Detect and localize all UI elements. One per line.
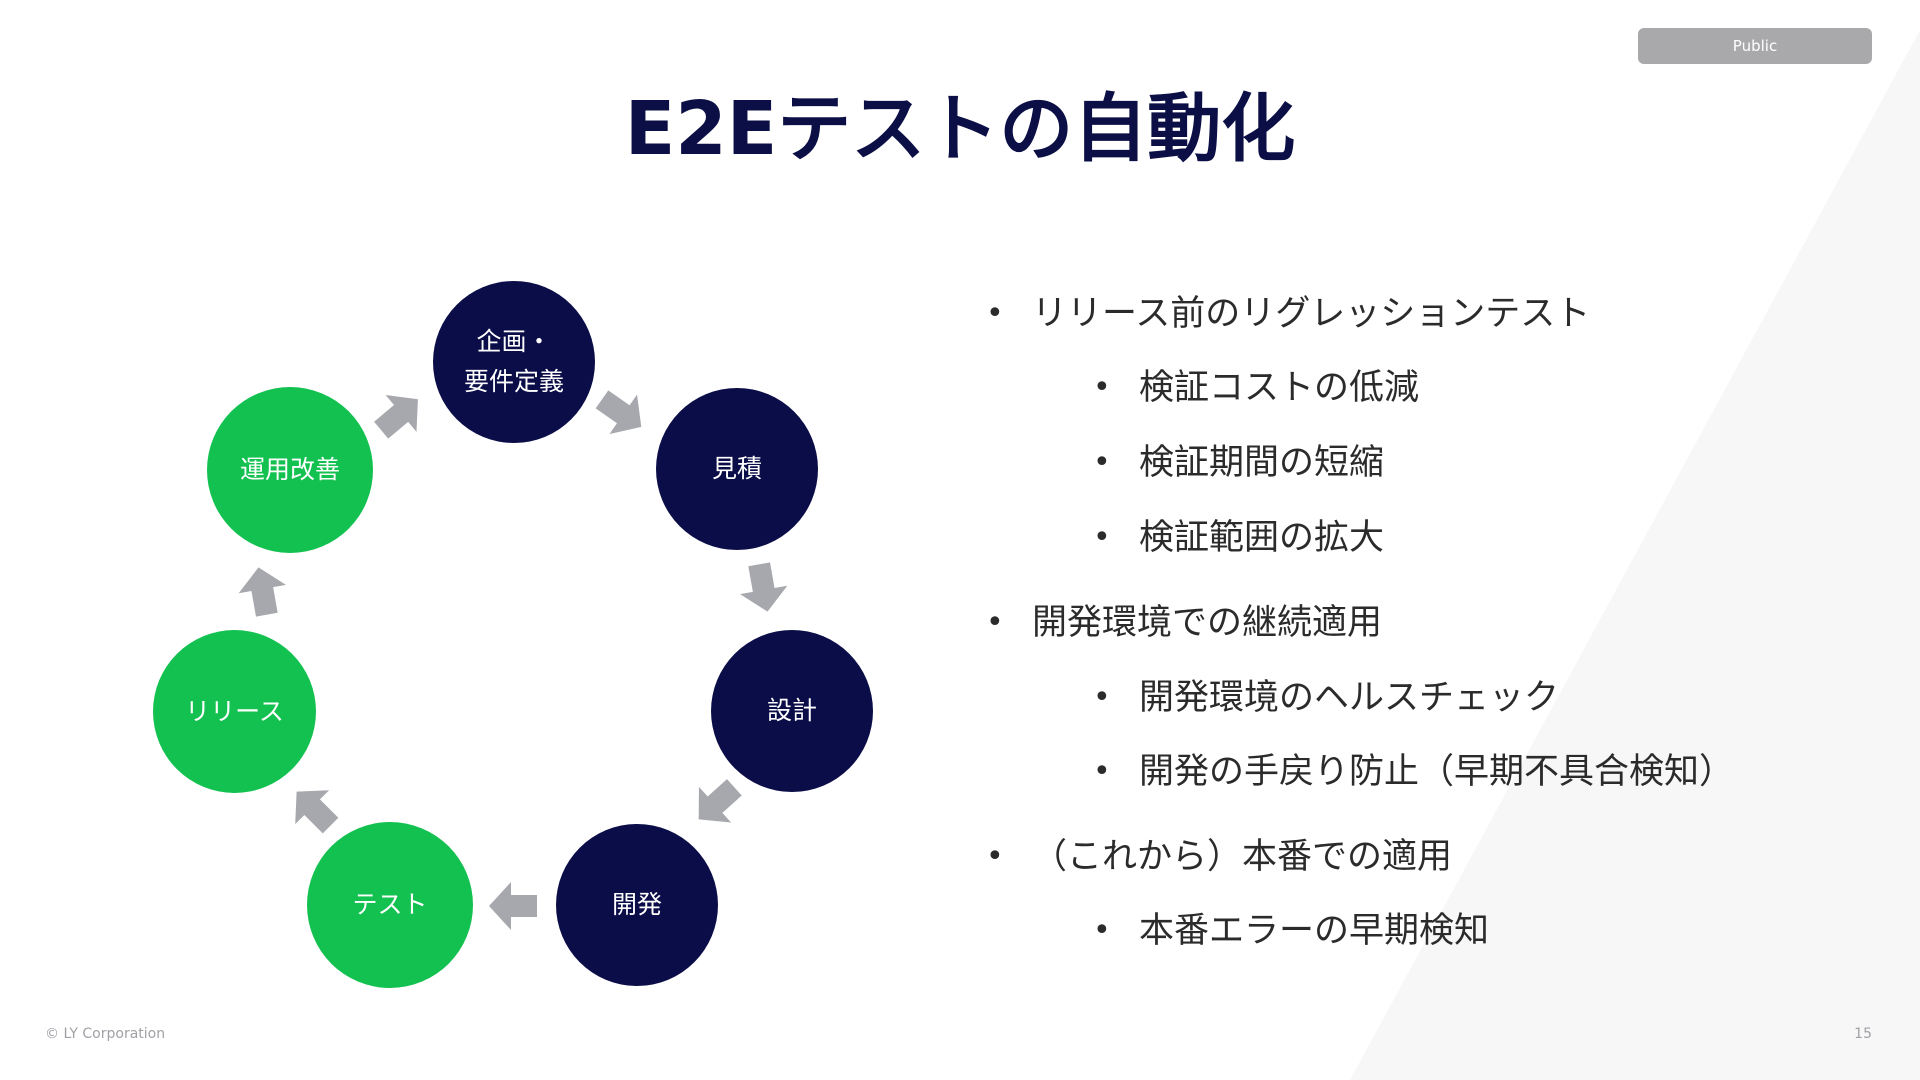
cycle-node-label: 設計: [766, 696, 817, 725]
arrow-icon: [374, 395, 418, 439]
list-item: • 開発環境での継続適用: [986, 601, 1383, 645]
bullet-icon: •: [1093, 754, 1111, 789]
list-item: • リリース前のリグレッションテスト: [986, 292, 1591, 336]
cycle-node-release: リリース: [153, 630, 316, 793]
bullet-icon: •: [1093, 680, 1111, 715]
bullet-icon: •: [986, 296, 1004, 331]
cycle-node-label: 開発: [611, 890, 662, 919]
arrow-icon: [489, 882, 537, 930]
cycle-node-estimate: 見積: [656, 388, 818, 550]
arrow-icon: [295, 790, 339, 834]
arrow-icon: [740, 562, 788, 612]
page-number: 15: [1854, 1026, 1872, 1042]
bullet-icon: •: [986, 605, 1004, 640]
arrow-icon: [238, 567, 286, 617]
list-item-text: 検証コストの低減: [1139, 368, 1420, 408]
cycle-node-design: 設計: [711, 630, 873, 792]
list-item: • （これから）本番での適用: [986, 835, 1453, 879]
list-item: • 検証コストの低減: [1093, 366, 1420, 410]
list-item-text: リリース前のリグレッションテスト: [1032, 294, 1591, 334]
page-title: E2Eテストの自動化: [624, 86, 1296, 172]
cycle-node-label: リリース: [185, 696, 284, 726]
cycle-node-label: 運用改善: [239, 455, 340, 484]
list-item: • 本番エラーの早期検知: [1093, 909, 1490, 953]
list-item-text: 本番エラーの早期検知: [1139, 911, 1490, 951]
list-item-text: 検証範囲の拡大: [1139, 518, 1385, 558]
list-item-text: 開発環境のヘルスチェック: [1139, 678, 1560, 718]
cycle-node-label: 見積: [711, 454, 762, 483]
bullet-icon: •: [1093, 370, 1111, 405]
public-badge: Public: [1638, 28, 1872, 64]
list-item-text: 開発の手戻り防止（早期不具合検知）: [1139, 752, 1735, 792]
arrow-icon: [698, 779, 742, 823]
list-item: • 開発環境のヘルスチェック: [1093, 676, 1560, 720]
cycle-node-test: テスト: [307, 822, 473, 988]
cycle-node-operation-improvement: 運用改善: [207, 387, 373, 553]
cycle-node-development: 開発: [556, 824, 718, 986]
list-item: • 検証範囲の拡大: [1093, 516, 1385, 560]
cycle-node-label: 企画・: [476, 327, 552, 356]
arrow-icon: [595, 390, 642, 434]
list-item: • 開発の手戻り防止（早期不具合検知）: [1093, 750, 1735, 794]
cycle-node-label: 要件定義: [463, 367, 564, 396]
bullet-icon: •: [1093, 520, 1111, 555]
list-item-text: 開発環境での継続適用: [1032, 603, 1383, 643]
copyright-text: © LY Corporation: [45, 1026, 166, 1042]
list-item-text: （これから）本番での適用: [1032, 837, 1453, 877]
cycle-node-label: テスト: [352, 890, 428, 919]
list-item-text: 検証期間の短縮: [1139, 443, 1385, 483]
bullet-icon: •: [986, 839, 1004, 874]
cycle-node-planning: 企画・ 要件定義: [433, 281, 595, 443]
list-item: • 検証期間の短縮: [1093, 441, 1385, 485]
bullet-icon: •: [1093, 913, 1111, 948]
bullet-icon: •: [1093, 445, 1111, 480]
